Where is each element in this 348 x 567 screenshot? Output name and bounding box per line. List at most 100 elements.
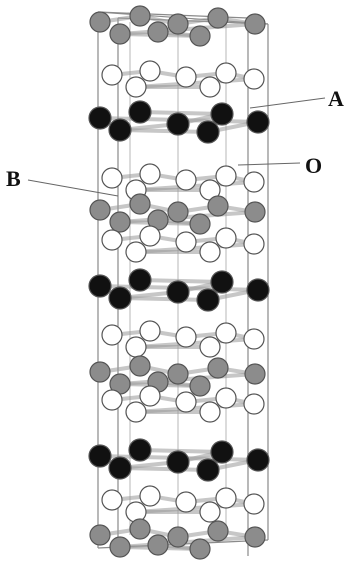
atom-b [189, 25, 211, 47]
atom-o [215, 487, 237, 509]
atom-o [139, 60, 161, 82]
bond [118, 535, 257, 549]
label-o: O [305, 153, 323, 178]
atom-o [243, 328, 265, 350]
atom-o [175, 391, 197, 413]
atom-b [89, 361, 111, 383]
atom-b [244, 526, 266, 548]
atom-o [139, 163, 161, 185]
atom-o [101, 64, 123, 86]
bond [118, 128, 210, 134]
atom-o [175, 169, 197, 191]
atom-o [125, 336, 147, 358]
atom-o [243, 493, 265, 515]
atom-b [109, 23, 131, 45]
atom-a [108, 286, 132, 310]
atom-a [196, 288, 220, 312]
atom-b [167, 13, 189, 35]
atom-b [207, 520, 229, 542]
atom-b [89, 11, 111, 33]
atom-a [128, 268, 152, 292]
atom-b [129, 355, 151, 377]
atom-b [189, 538, 211, 560]
atom-b [147, 21, 169, 43]
atom-b [129, 518, 151, 540]
bond [118, 466, 210, 472]
atom-a [108, 456, 132, 480]
label-b: B [6, 166, 21, 191]
atom-a [166, 280, 190, 304]
atom-b [147, 534, 169, 556]
atom-o [199, 401, 221, 423]
atom-a [210, 440, 234, 464]
atom-a [246, 278, 270, 302]
atom-a [210, 270, 234, 294]
atom-a [166, 450, 190, 474]
atom-o [139, 320, 161, 342]
atom-o [175, 491, 197, 513]
atom-o [199, 76, 221, 98]
atom-b [207, 7, 229, 29]
atom-a [166, 112, 190, 136]
leader-line-o [237, 162, 301, 166]
atom-b [244, 363, 266, 385]
atom-a [88, 106, 112, 130]
atom-b [167, 201, 189, 223]
atom-o [199, 241, 221, 263]
atom-o [101, 324, 123, 346]
label-leader-lines [27, 97, 326, 197]
atom-b [129, 5, 151, 27]
atom-a [108, 118, 132, 142]
atom-o [175, 326, 197, 348]
atom-o [243, 233, 265, 255]
atom-b [167, 526, 189, 548]
atom-b [89, 524, 111, 546]
atom-b [109, 536, 131, 558]
atom-a [128, 438, 152, 462]
atom-layer-group [88, 5, 270, 560]
atom-a [88, 274, 112, 298]
atom-o [101, 167, 123, 189]
bond [118, 296, 210, 302]
atom-o [215, 227, 237, 249]
atom-a [88, 444, 112, 468]
atom-o [243, 171, 265, 193]
atom-o [139, 225, 161, 247]
atom-b [207, 357, 229, 379]
atom-o [125, 76, 147, 98]
bond [118, 210, 257, 224]
atom-b [244, 13, 266, 35]
atom-o [175, 66, 197, 88]
leader-line-a [249, 97, 326, 109]
atom-a [128, 100, 152, 124]
atom-b [189, 213, 211, 235]
atom-o [139, 385, 161, 407]
atom-a [210, 102, 234, 126]
atom-a [246, 448, 270, 472]
atom-o [243, 68, 265, 90]
bond [118, 22, 257, 36]
atom-o [243, 393, 265, 415]
atom-o [199, 336, 221, 358]
leader-line-b [27, 179, 119, 197]
atom-o [215, 165, 237, 187]
atom-b [244, 201, 266, 223]
atom-o [199, 501, 221, 523]
atom-b [109, 211, 131, 233]
label-a: A [328, 86, 344, 111]
atom-o [125, 401, 147, 423]
atom-b [207, 195, 229, 217]
atom-b [167, 363, 189, 385]
atom-a [196, 458, 220, 482]
atom-o [215, 322, 237, 344]
bond [118, 372, 257, 386]
atom-o [175, 231, 197, 253]
atom-o [139, 485, 161, 507]
atom-o [101, 229, 123, 251]
atom-o [215, 62, 237, 84]
atom-o [125, 241, 147, 263]
atom-a [246, 110, 270, 134]
atom-a [196, 120, 220, 144]
atom-o [101, 489, 123, 511]
